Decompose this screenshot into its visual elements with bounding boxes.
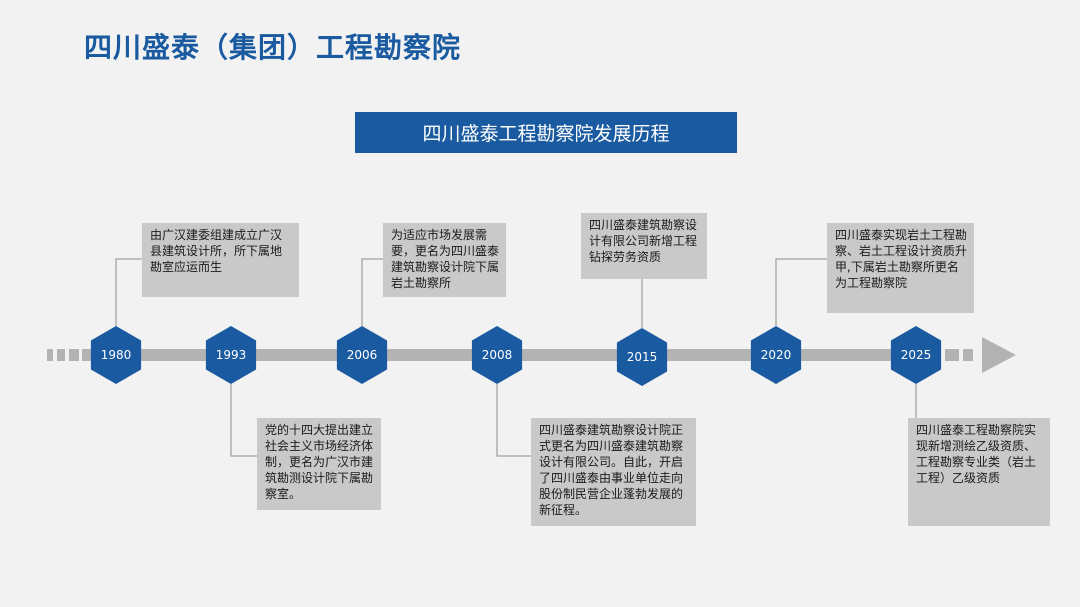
milestone-year: 2008 <box>482 348 513 362</box>
axis-head-segment <box>945 349 959 361</box>
axis-tail-segment <box>47 349 53 361</box>
milestone-year: 2015 <box>627 350 658 364</box>
milestone-hexagon-icon <box>750 326 802 384</box>
milestone-hexagon-icon <box>890 326 942 384</box>
milestone-hexagon-icon <box>471 326 523 384</box>
milestone-connector <box>496 384 531 457</box>
milestone-connector <box>230 384 257 457</box>
milestone-hexagon-icon <box>336 326 388 384</box>
milestone-year: 2020 <box>761 348 792 362</box>
milestone-year: 1993 <box>216 348 247 362</box>
milestone-year: 2025 <box>901 348 932 362</box>
page-title: 四川盛泰（集团）工程勘察院 <box>84 31 462 64</box>
milestone-description: 党的十四大提出建立社会主义市场经济体制，更名为广汉市建筑勘测设计院下属勘察室。 <box>257 418 381 510</box>
axis-tail-segment <box>69 349 79 361</box>
milestone-year: 2006 <box>347 348 378 362</box>
milestone-hexagon-icon <box>205 326 257 384</box>
milestone-description: 四川盛泰工程勘察院实现新增测绘乙级资质、工程勘察专业类（岩土工程）乙级资质 <box>908 418 1050 526</box>
axis-arrow-icon <box>982 337 1016 373</box>
milestone-description: 由广汉建委组建成立广汉县建筑设计所，所下属地勘室应运而生 <box>142 223 299 297</box>
milestone-hexagon-icon <box>90 326 142 384</box>
axis-head-segment <box>963 349 973 361</box>
milestone-description: 四川盛泰建筑勘察设计有限公司新增工程钻探劳务资质 <box>581 213 707 279</box>
milestone-description: 四川盛泰实现岩土工程勘察、岩土工程设计资质升甲,下属岩土勘察所更名为工程勘察院 <box>827 223 974 313</box>
milestone-connector <box>115 258 142 326</box>
milestone-year: 1980 <box>101 348 132 362</box>
milestone-connector <box>775 258 827 326</box>
milestone-connector <box>361 258 383 326</box>
axis-tail-segment <box>57 349 65 361</box>
milestone-hexagon-icon <box>616 328 668 386</box>
timeline-banner: 四川盛泰工程勘察院发展历程 <box>355 112 737 153</box>
milestone-description: 为适应市场发展需要，更名为四川盛泰建筑勘察设计院下属岩土勘察所 <box>383 223 506 297</box>
milestone-description: 四川盛泰建筑勘察设计院正式更名为四川盛泰建筑勘察设计有限公司。自此，开启了四川盛… <box>531 418 696 526</box>
